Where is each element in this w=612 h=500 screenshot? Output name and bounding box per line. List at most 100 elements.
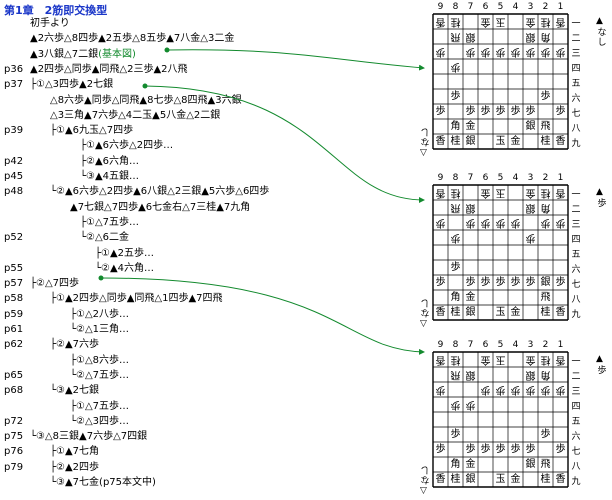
gote-piece: 歩 (525, 232, 536, 243)
rank-number: 九 (571, 477, 581, 487)
sente-piece: 玉 (495, 307, 506, 318)
sente-piece: 桂 (540, 136, 551, 147)
gote-piece: 歩 (540, 46, 551, 57)
sente-piece: 歩 (540, 91, 551, 102)
sente-piece: 香 (435, 136, 446, 147)
file-number: 5 (497, 340, 504, 350)
gote-piece: 飛 (450, 369, 461, 380)
move-text: ├①△2八歩… (70, 308, 130, 320)
arrow-to-board-2 (144, 85, 425, 203)
rank-number: 一 (571, 357, 581, 367)
page-ref: p37 (4, 79, 24, 91)
sente-piece: 銀 (465, 474, 476, 485)
move-line: △3三角▲7六歩△4二玉▲5八金△2二銀 (50, 110, 220, 122)
sente-piece: 歩 (450, 91, 461, 102)
file-number: 9 (437, 2, 444, 12)
move-line: ├①△7五歩… (70, 401, 129, 413)
gote-piece: 歩 (540, 217, 551, 228)
gote-piece: 銀 (465, 31, 476, 42)
move-line: ├①△8六歩… (70, 355, 129, 367)
gote-hand-mark: ▲ (596, 354, 603, 364)
move-text: ├②△7四歩 (30, 278, 80, 290)
board-grid (432, 13, 569, 150)
gote-piece: 金 (525, 16, 536, 27)
rank-number: 四 (571, 64, 581, 74)
move-text: └③▲7七金(p75本文中) (50, 477, 156, 488)
rank-number: 七 (571, 280, 581, 290)
file-number: 9 (437, 173, 444, 183)
move-line: └②△1三角… (70, 324, 129, 336)
move-text: ├①△8六歩… (70, 354, 130, 366)
page-ref: p52 (4, 232, 24, 244)
move-text: △8六歩▲同歩△同飛▲8七歩△8四飛▲3六銀 (50, 94, 242, 106)
sente-piece: 香 (435, 307, 446, 318)
sente-piece: 歩 (525, 277, 536, 288)
page-ref: p68 (4, 385, 24, 397)
sente-piece: 歩 (450, 429, 461, 440)
chapter-title: 第1章 2筋即交換型 (4, 4, 108, 17)
sente-piece: 香 (555, 136, 566, 147)
gote-piece: 歩 (510, 384, 521, 395)
gote-piece: 歩 (495, 46, 506, 57)
rank-number: 六 (571, 265, 581, 275)
gote-piece: 銀 (525, 369, 536, 380)
sente-piece: 金 (465, 459, 476, 470)
gote-piece: 角 (540, 202, 551, 213)
gote-piece: 桂 (450, 354, 461, 365)
gote-piece: 歩 (495, 217, 506, 228)
gote-piece: 歩 (450, 232, 461, 243)
move-text: 初手より (30, 18, 70, 29)
file-number: 1 (557, 2, 564, 12)
gote-piece: 玉 (495, 16, 506, 27)
sente-piece: 歩 (435, 277, 446, 288)
file-number: 3 (527, 340, 534, 350)
sente-piece: 玉 (495, 474, 506, 485)
move-line: 初手より (30, 18, 70, 30)
rank-number: 五 (571, 250, 581, 260)
sente-piece: 桂 (450, 474, 461, 485)
sente-piece: 歩 (540, 429, 551, 440)
move-text: └②△6二金 (80, 232, 130, 244)
page-ref: p72 (4, 415, 24, 427)
sente-piece: 桂 (540, 474, 551, 485)
gote-piece: 桂 (540, 354, 551, 365)
gote-piece: 歩 (480, 217, 491, 228)
diagram-link[interactable]: (基本図) (98, 48, 136, 60)
gote-piece: 歩 (435, 384, 446, 395)
gote-hand: 歩 (597, 199, 607, 209)
gote-piece: 歩 (510, 217, 521, 228)
gote-piece: 金 (525, 354, 536, 365)
sente-piece: 飛 (540, 459, 551, 470)
gote-piece: 角 (540, 369, 551, 380)
move-line: └②▲6六歩△2四歩▲6八銀△2三銀▲5六歩△6四歩 (50, 186, 269, 198)
board-grid (432, 184, 569, 321)
gote-piece: 歩 (495, 384, 506, 395)
gote-hand-mark: ▲ (596, 187, 603, 197)
gote-piece: 歩 (435, 46, 446, 57)
move-line: └②△6二金 (80, 232, 129, 244)
page-ref: p62 (4, 339, 24, 351)
move-line: ├②△7四歩 (30, 278, 79, 290)
file-number: 6 (482, 2, 489, 12)
rank-number: 九 (571, 310, 581, 320)
move-text: └②△7五歩… (70, 369, 130, 381)
page-ref: p42 (4, 155, 24, 167)
gote-piece: 香 (435, 187, 446, 198)
gote-piece: 桂 (450, 16, 461, 27)
sente-piece: 角 (450, 459, 461, 470)
page-ref: p61 (4, 324, 24, 335)
page-ref: p45 (4, 171, 24, 182)
sente-piece: 歩 (495, 106, 506, 117)
sente-piece: 歩 (555, 106, 566, 117)
gote-piece: 歩 (555, 384, 566, 395)
page-ref: p55 (4, 262, 24, 274)
sente-piece: 玉 (495, 136, 506, 147)
move-line: ├①△3四歩▲2七銀 (30, 79, 113, 91)
rank-number: 三 (571, 220, 581, 230)
gote-piece: 香 (555, 354, 566, 365)
gote-piece: 歩 (435, 217, 446, 228)
page-ref: p75 (4, 431, 24, 443)
move-line: ▲2六歩△8四歩▲2五歩△8五歩▲7八金△3二金 (30, 33, 234, 45)
move-text: └③▲2七銀 (50, 385, 100, 397)
file-number: 6 (482, 173, 489, 183)
